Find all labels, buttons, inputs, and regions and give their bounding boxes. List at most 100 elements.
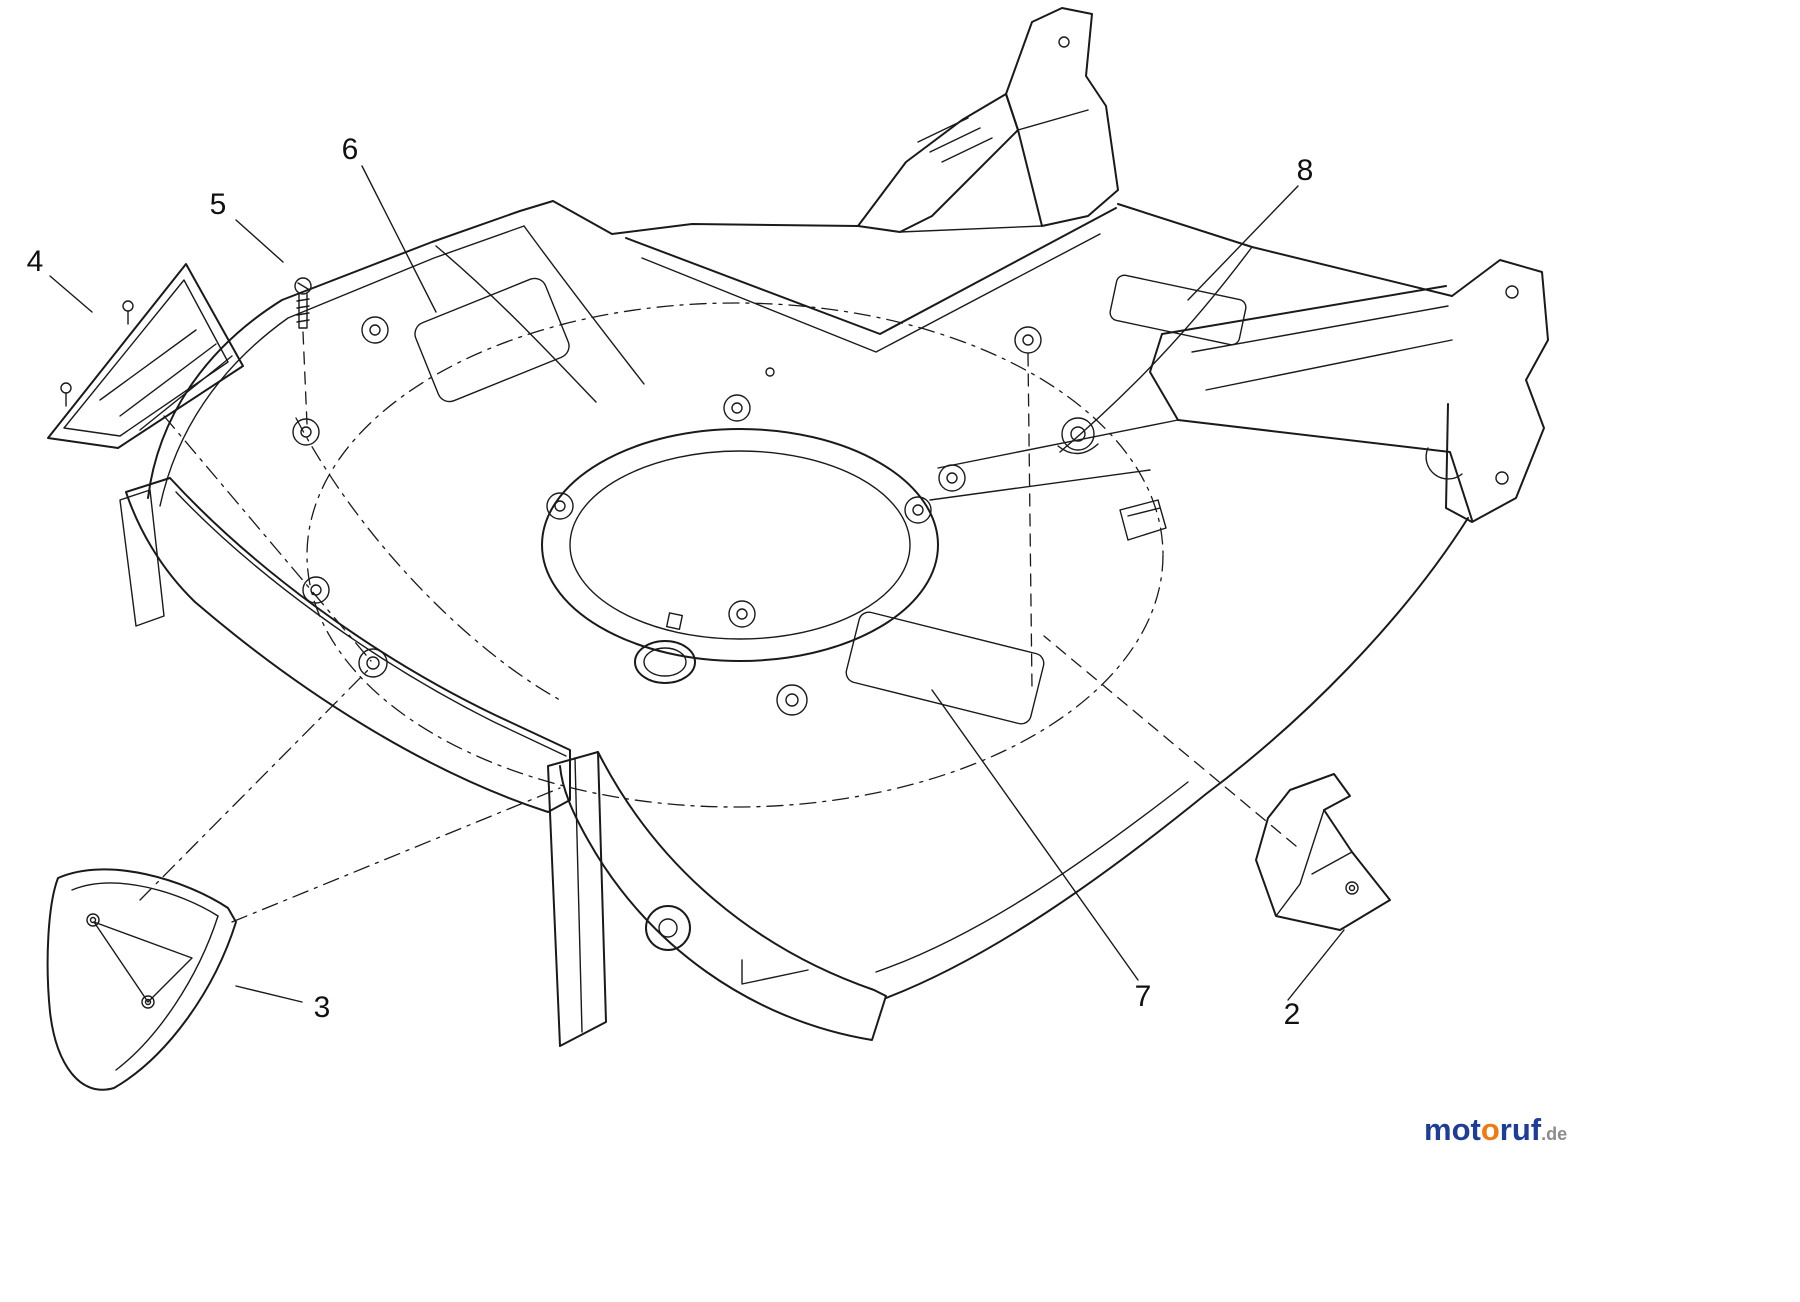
washer-left-3 [358, 648, 388, 678]
leader-line-7 [931, 689, 1139, 981]
logo-segment-o: o [1480, 1112, 1500, 1147]
skirt-left-endcap [119, 489, 165, 627]
rear-bracket-fold [1017, 109, 1089, 131]
key-tab [665, 612, 684, 631]
deck-washers [292, 316, 1099, 678]
rear-bracket-hole [1058, 36, 1070, 48]
screw-head [294, 277, 312, 295]
leader-line-5 [235, 219, 284, 263]
callout-label-2: 2 [1283, 998, 1301, 1031]
discharge-channel-line-1 [937, 419, 1179, 469]
rear-ridge-outer [625, 207, 1117, 335]
front-left-ridge-2 [523, 225, 645, 385]
deck-outer-rim [147, 200, 859, 499]
ring-inner [569, 450, 911, 640]
align-line-part3-b [231, 787, 561, 923]
hidden-lines [139, 302, 1297, 923]
bottom-step [741, 959, 809, 985]
part4-outline [47, 263, 244, 449]
part3-fold-lines [93, 921, 193, 1003]
small-port-hole [776, 684, 808, 716]
corner-bracket-hole-bottom [1495, 471, 1509, 485]
decal-part-6-area [414, 277, 570, 403]
leader-line-4 [49, 275, 93, 313]
center-mount-ring [541, 394, 939, 716]
rivet-hole [765, 367, 775, 377]
rear-ridge-inner [641, 233, 1101, 353]
align-line-part4 [163, 415, 372, 662]
rear-mount-bracket [857, 7, 1119, 233]
part4-pin-stems [65, 310, 129, 407]
deck-outer-rim-rear [1117, 203, 1453, 297]
part2-pin [1345, 881, 1359, 895]
part2-fold-2 [1311, 851, 1353, 875]
logo-segment-tld: .de [1541, 1124, 1568, 1144]
part3-inner-side [115, 915, 219, 1071]
part-4-baffle [47, 263, 244, 449]
skirt-bottom-post [547, 751, 607, 1047]
part2-outline [1255, 773, 1391, 931]
ring-bolt-hole-top [723, 394, 751, 422]
skirt-left-band [125, 477, 571, 813]
bolt-upper-right [1014, 326, 1042, 354]
grommet-oval [634, 640, 696, 684]
side-rail-inner-line-2 [1205, 339, 1453, 391]
decal-part-8 [1109, 274, 1247, 346]
part-5-screw [294, 277, 312, 329]
part3-pin-2 [141, 995, 155, 1009]
part-3-baffle [46, 868, 237, 1091]
washer-upper-left [361, 316, 389, 344]
bolt-mid-right [938, 464, 966, 492]
ring-bolt-hole-left [546, 492, 574, 520]
washer-left-1 [292, 418, 320, 446]
callout-label-5: 5 [209, 188, 227, 221]
ring-bolt-hole-bottom [728, 600, 756, 628]
leader-lines [49, 165, 1345, 1003]
part-2-bracket [1255, 773, 1391, 931]
callout-label-7: 7 [1134, 980, 1152, 1013]
align-line-part3-a [139, 665, 373, 901]
deck-inner-rim [159, 225, 525, 507]
front-left-skirt [119, 477, 571, 813]
side-rail-top-edge [1161, 285, 1447, 335]
logo-segment-mot: mot [1424, 1112, 1481, 1147]
front-left-ridge [435, 245, 597, 403]
deck-right-edge [885, 517, 1469, 999]
part4-inner [63, 279, 229, 437]
watermark-logo: motoruf.de [1424, 1112, 1567, 1148]
channel-tab-bracket [1119, 499, 1167, 541]
side-rail-left-end [1149, 333, 1179, 421]
callout-label-6: 6 [341, 133, 359, 166]
boss-right [1057, 417, 1099, 455]
callout-label-8: 8 [1296, 154, 1314, 187]
deck-right-edge-inner [875, 781, 1189, 973]
wheel-mount-hole [645, 905, 691, 951]
discharge-channel-line-2 [929, 469, 1151, 501]
leader-line-2 [1287, 929, 1345, 1001]
logo-segment-ruf: ruf [1499, 1112, 1542, 1147]
deck-decals [414, 274, 1247, 725]
screw-slot [297, 282, 309, 290]
hidden-bowl-contour [306, 302, 1164, 808]
rear-ridge-base [899, 225, 1043, 233]
corner-bracket-hole-top [1505, 285, 1519, 299]
rear-bracket-right-plate [1005, 7, 1119, 227]
corner-bracket [1445, 259, 1549, 523]
corner-bracket-notch [1425, 447, 1463, 480]
side-rail-assembly [1149, 259, 1549, 523]
mower-deck-body [147, 200, 1469, 999]
hidden-left-contour [295, 417, 561, 701]
callout-label-4: 4 [26, 245, 44, 278]
ring-bolt-hole-right [904, 496, 932, 524]
part4-hatch [99, 329, 233, 431]
side-rail-bottom-edge [1177, 419, 1473, 521]
part3-pin-1 [86, 913, 100, 927]
leader-line-8 [1187, 185, 1299, 301]
part2-fold-1 [1275, 809, 1325, 917]
part4-pin-1 [60, 382, 72, 394]
ring-outer [541, 428, 939, 662]
right-interior-curve [1059, 246, 1253, 453]
rear-bracket-left-plate [857, 93, 1019, 233]
